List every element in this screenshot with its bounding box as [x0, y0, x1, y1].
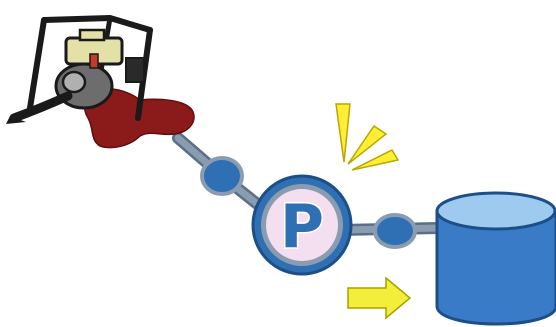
pump-frame-top: [41, 15, 153, 33]
pressure-p-icon: P: [251, 174, 353, 276]
alert-ray-1: [335, 103, 351, 163]
pipe-joint-lower: [373, 213, 417, 249]
engine-pump-icon: [6, 15, 153, 124]
pump-hose: [9, 91, 73, 123]
pump-red-cap: [89, 53, 99, 69]
pump-hose-tip: [6, 116, 26, 124]
gauge-label: P: [280, 192, 324, 262]
alert-ray-3: [351, 149, 400, 171]
alert-ray-2: [347, 124, 388, 165]
flow-arrow-icon: [347, 276, 412, 320]
pipe-joint-icon: [200, 156, 417, 249]
pump-handle: [78, 28, 106, 42]
pump-frame-left: [27, 17, 47, 111]
pump-flywheel: [61, 70, 87, 94]
alert-burst-icon: [335, 103, 400, 171]
gauge-face: [266, 189, 338, 261]
pump-cap: [125, 57, 145, 83]
pipe-joint-upper: [200, 156, 244, 196]
storage-tank-icon: [435, 191, 556, 326]
tank-top: [435, 191, 556, 231]
